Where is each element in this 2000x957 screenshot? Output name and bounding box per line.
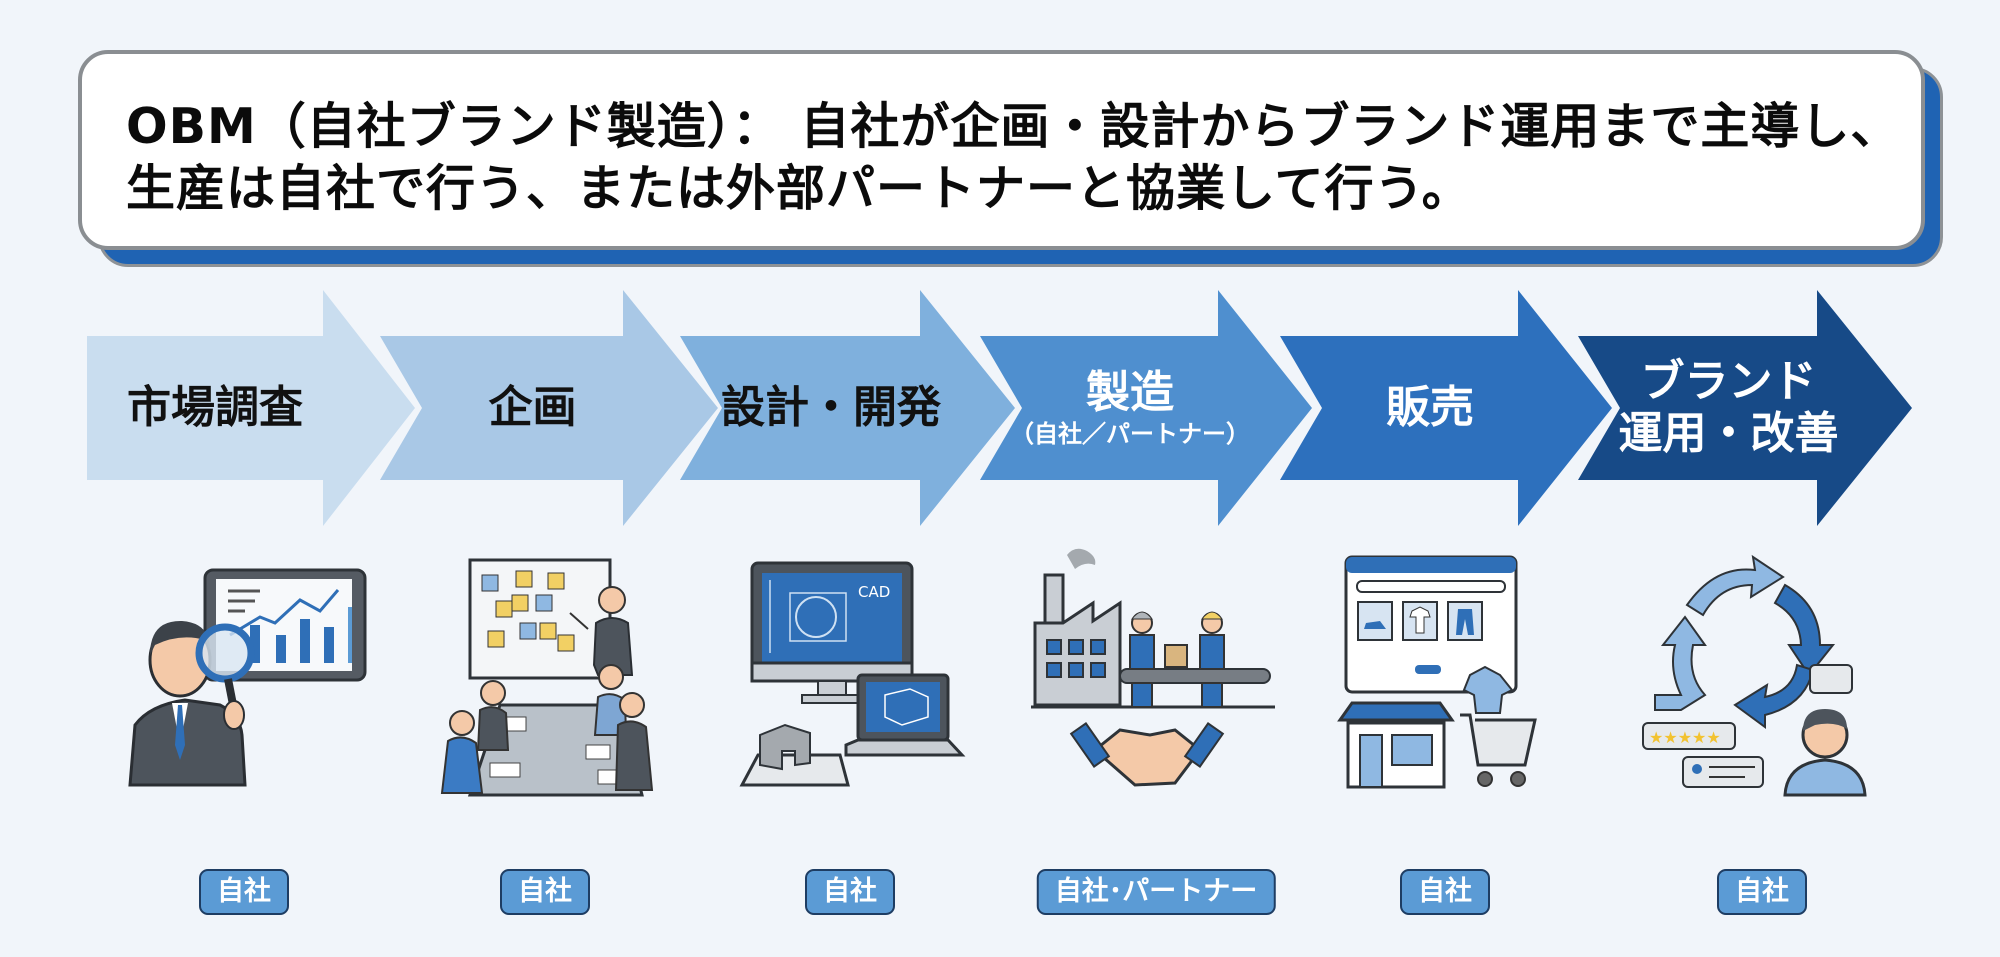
stage-arrow-3 (680, 290, 1015, 526)
owner-badge-3: 自社 (805, 869, 895, 915)
stage-subtitle: （自社／パートナー） (1010, 420, 1250, 448)
stage-arrow-6 (1578, 290, 1912, 526)
stage-title: 製造 (1086, 367, 1174, 418)
stage-label-5: 販売 (1386, 382, 1474, 434)
stage-title: 販売 (1386, 382, 1474, 433)
owner-badge-1: 自社 (199, 869, 289, 915)
stage-title: 市場調査 (127, 382, 303, 433)
svg-text:★★★★★: ★★★★★ (1649, 728, 1721, 747)
stage-arrow-2 (380, 290, 718, 526)
title-box: OBM（自社ブランド製造）： 自社が企画・設計からブランド運用まで主導し、 生産… (78, 50, 1925, 250)
improvement-cycle-icon: ★★★★★ (1625, 545, 1885, 805)
cad-label: CAD (858, 583, 890, 601)
owner-badge-5: 自社 (1400, 869, 1490, 915)
market-research-icon (110, 545, 370, 805)
stage-arrow-1 (87, 290, 415, 526)
cad-design-icon: CAD (730, 545, 990, 805)
stage-label-1: 市場調査 (127, 382, 303, 434)
stage-label-6: ブランド運用・改善 (1619, 356, 1839, 460)
stage-label-3: 設計・開発 (721, 382, 941, 434)
factory-handshake-icon (1025, 545, 1285, 805)
stage-title: 企画 (488, 382, 577, 433)
stage-title: 設計・開発 (721, 382, 941, 433)
owner-badge-6: 自社 (1717, 869, 1807, 915)
title-line-1: OBM（自社ブランド製造）： 自社が企画・設計からブランド運用まで主導し、 (126, 98, 1901, 155)
stage-title: ブランド (1640, 356, 1817, 407)
owner-badge-4: 自社･パートナー (1036, 869, 1276, 915)
planning-meeting-icon (420, 545, 680, 805)
stage-label-4: 製造（自社／パートナー） (1010, 367, 1250, 449)
stage-label-2: 企画 (489, 382, 577, 434)
title-line-2: 生産は自社で行う、または外部パートナーと協業して行う。 (126, 160, 1472, 217)
owner-badge-2: 自社 (500, 869, 590, 915)
stage-subtitle: 運用・改善 (1618, 408, 1839, 459)
ecommerce-store-icon (1320, 545, 1580, 805)
stage-arrow-4 (980, 290, 1312, 526)
stage-arrow-5 (1280, 290, 1612, 526)
